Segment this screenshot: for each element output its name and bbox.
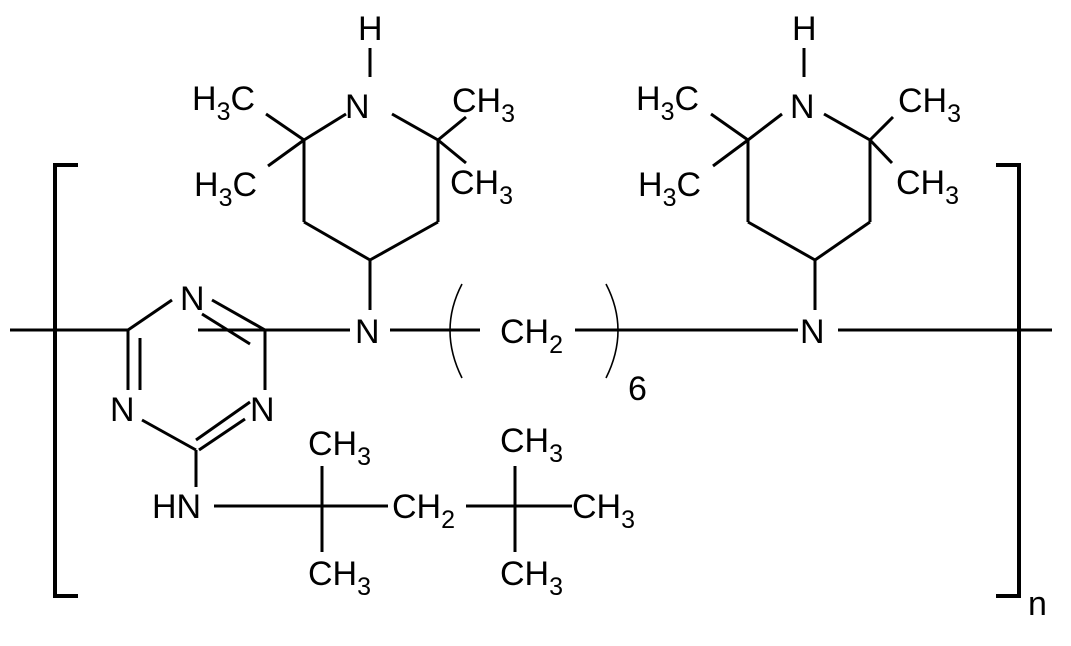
triazine-n-right: N: [250, 391, 275, 429]
left-piperidine-n: N: [345, 88, 370, 126]
right-methyl-top-right: CH3: [898, 82, 961, 128]
octyl-ch3-bottom-2: CH3: [500, 555, 563, 601]
right-piperidine-n: N: [790, 88, 815, 126]
octyl-ch3-bottom-1: CH3: [308, 555, 371, 601]
right-piperidine-h: H: [792, 10, 817, 48]
methylene-repeat-count: 6: [628, 370, 647, 408]
octyl-hn: HN: [152, 488, 201, 526]
right-methyl-top-left: H3C: [636, 80, 699, 126]
triazine-n-top: N: [180, 280, 205, 318]
right-piperidine-ring: [710, 48, 895, 262]
left-methyl-top-right: CH3: [452, 82, 515, 128]
octyl-ch3-top-1: CH3: [308, 425, 371, 471]
left-methyl-bottom-left: H3C: [194, 166, 257, 212]
right-methyl-bottom-left: H3C: [638, 166, 701, 212]
octyl-ch2: CH2: [392, 488, 455, 534]
left-bracket: [53, 163, 78, 598]
octyl-ch3-end: CH3: [572, 488, 635, 534]
amine-n-right: N: [800, 313, 825, 351]
right-methyl-bottom-right: CH3: [896, 164, 959, 210]
left-methyl-top-left: H3C: [192, 80, 255, 126]
triazine-ring: [126, 298, 267, 487]
octyl-bonds: [214, 466, 572, 552]
left-piperidine-ring: [265, 48, 467, 262]
left-piperidine-h: H: [358, 10, 383, 48]
repeat-index-n: n: [1028, 585, 1047, 623]
triazine-n-left: N: [110, 391, 135, 429]
hexamethylene-parentheses: [449, 283, 619, 379]
octyl-ch3-top-2: CH3: [500, 422, 563, 468]
right-bracket: [996, 163, 1021, 598]
amine-n-left: N: [355, 313, 380, 351]
methylene-group: CH2: [500, 313, 563, 359]
left-methyl-bottom-right: CH3: [450, 164, 513, 210]
